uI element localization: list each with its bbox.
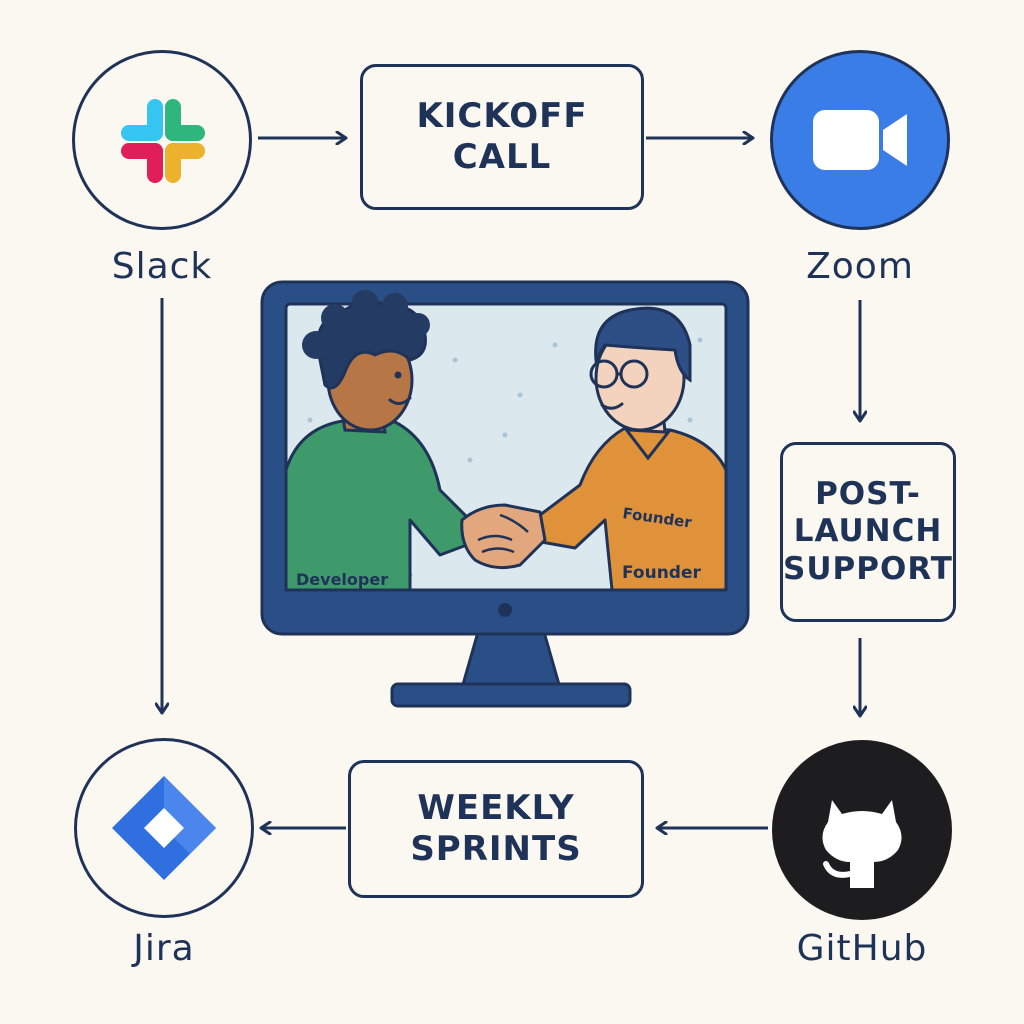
step-line: POST- — [815, 476, 921, 513]
jira-node — [74, 738, 254, 918]
post-launch-support-step: POST- LAUNCH SUPPORT — [780, 442, 956, 622]
kickoff-call-step: KICKOFF CALL — [360, 64, 644, 210]
step-line: WEEKLY — [417, 788, 575, 829]
step-line: KICKOFF — [416, 96, 588, 137]
weekly-sprints-step: WEEKLY SPRINTS — [348, 760, 644, 898]
handshake — [460, 503, 547, 570]
developer-shirt-label: Developer — [296, 570, 388, 589]
slack-node — [72, 50, 252, 230]
github-label: GitHub — [796, 928, 928, 969]
zoom-camera-icon — [813, 110, 907, 170]
monitor-base — [390, 682, 632, 708]
zoom-node — [770, 50, 950, 230]
webcam-dot — [498, 603, 512, 617]
step-line: SUPPORT — [783, 550, 953, 587]
monitor-stand — [460, 630, 562, 690]
github-octocat-icon — [822, 800, 902, 888]
slack-label: Slack — [111, 246, 213, 287]
slack-logo-icon — [121, 99, 205, 183]
developer-figure: Developer — [284, 290, 482, 592]
step-line: SPRINTS — [410, 829, 582, 869]
jira-label: Jira — [133, 928, 195, 969]
step-line: CALL — [452, 137, 552, 177]
github-node — [772, 740, 952, 920]
founder-figure: Founder Founder — [528, 306, 728, 592]
step-line: LAUNCH — [793, 513, 943, 550]
jira-diamond-icon — [112, 776, 216, 880]
founder-label: Founder — [622, 563, 702, 583]
zoom-label: Zoom — [806, 246, 914, 287]
